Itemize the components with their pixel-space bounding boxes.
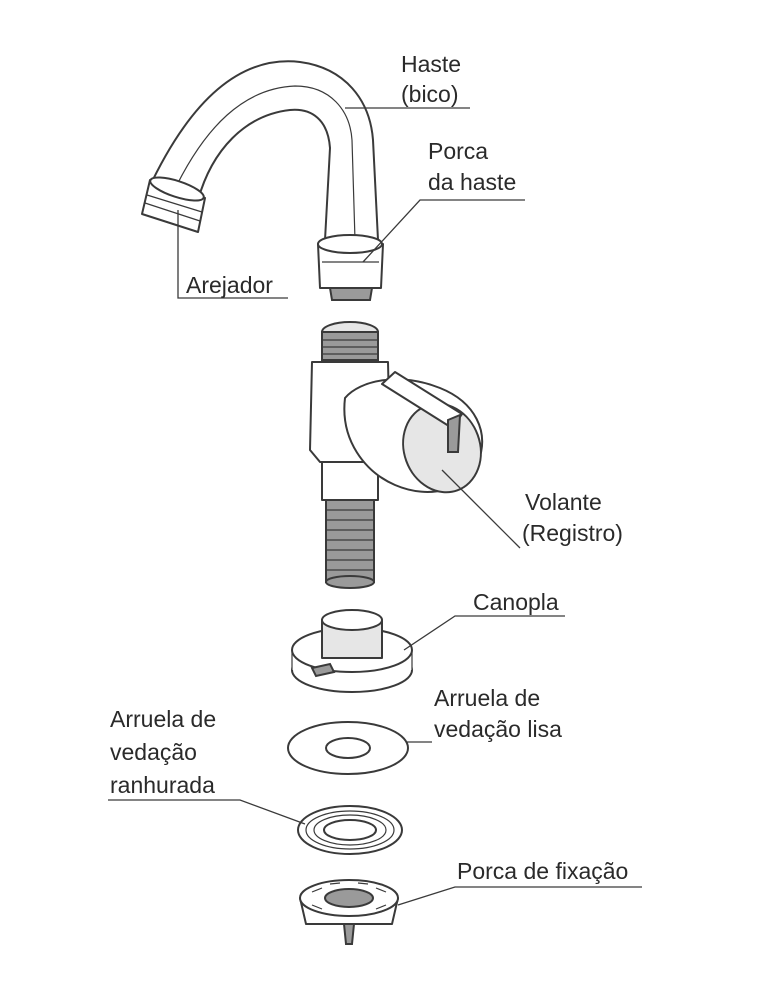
label-arruela-lisa-line1: Arruela de	[434, 685, 540, 711]
label-porca-haste-line2: da haste	[428, 169, 516, 195]
label-porca-haste-line1: Porca	[428, 138, 488, 164]
label-arruela-ranhurada-line2: vedação	[110, 739, 197, 765]
handle-volante	[343, 371, 483, 494]
fixing-nut-porca-fixacao	[299, 879, 399, 945]
label-arejador: Arejador	[186, 272, 273, 298]
label-canopla: Canopla	[473, 589, 559, 615]
spout-nut-porca-haste	[317, 234, 384, 301]
label-volante-line2: (Registro)	[522, 520, 623, 546]
label-arruela-ranhurada-line3: ranhurada	[110, 772, 215, 798]
label-arruela-lisa-line2: vedação lisa	[434, 716, 562, 742]
label-arruela-ranhurada-line1: Arruela de	[110, 706, 216, 732]
label-volante-line1: Volante	[525, 489, 602, 515]
spout-haste	[147, 60, 379, 241]
flat-washer-arruela-lisa	[287, 721, 409, 775]
label-haste-line1: Haste	[401, 51, 461, 77]
escutcheon-canopla	[291, 609, 413, 693]
labels: Haste (bico) Porca da haste Arejador Vol…	[110, 51, 628, 884]
aerator-arejador	[141, 176, 206, 233]
label-haste-line2: (bico)	[401, 81, 459, 107]
valve-body	[309, 321, 391, 589]
label-porca-fixacao: Porca de fixação	[457, 858, 628, 884]
grooved-washer-arruela-ranhurada	[297, 805, 403, 855]
leader-lines	[108, 107, 642, 906]
